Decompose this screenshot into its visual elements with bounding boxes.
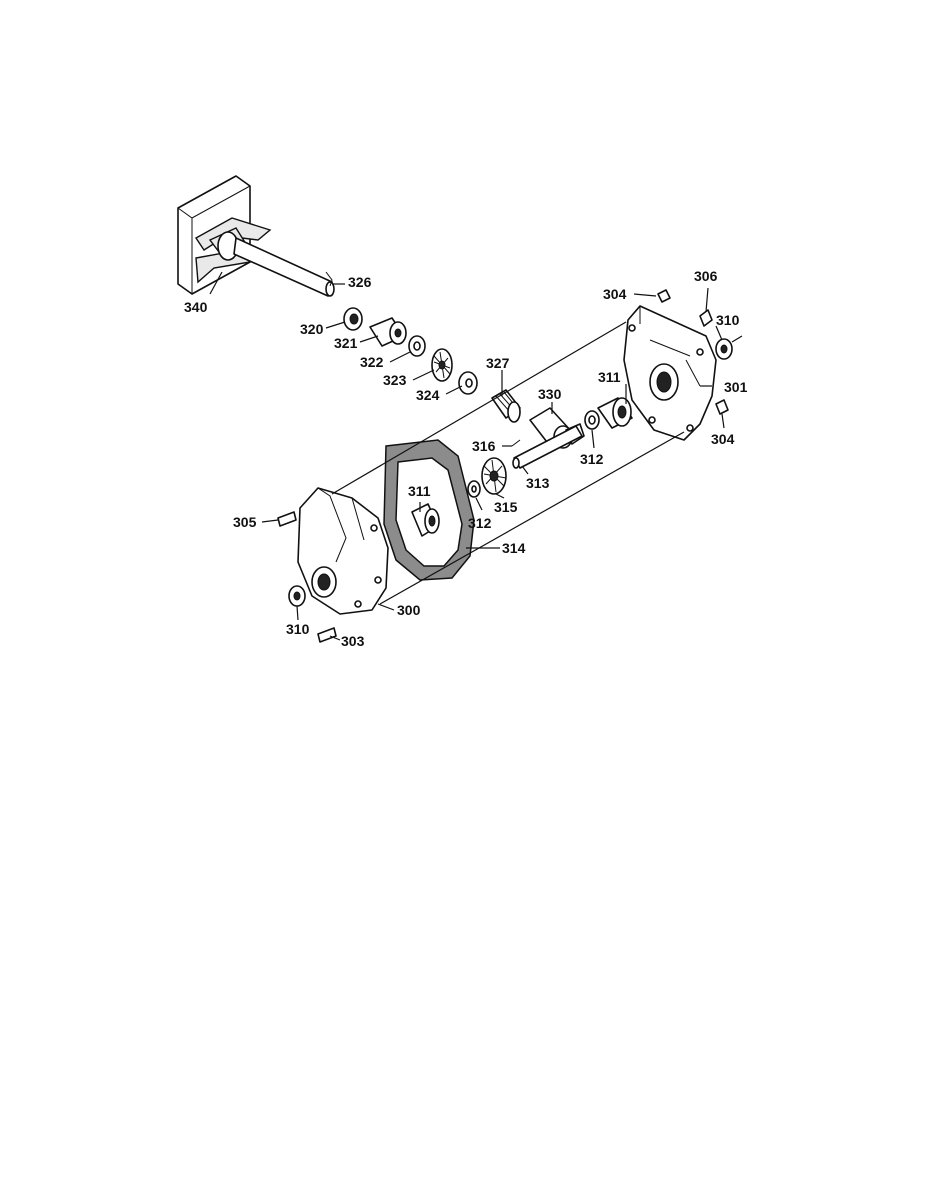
callout-316: 316 xyxy=(472,438,496,454)
thrust-bearing-323 xyxy=(431,348,453,382)
nut-304-upper xyxy=(657,289,671,303)
washer-312-lower xyxy=(467,480,481,498)
screw-303 xyxy=(317,627,337,643)
impeller-assembly xyxy=(177,175,335,297)
callout-303: 303 xyxy=(341,633,365,649)
washer-320 xyxy=(343,307,363,331)
callout-323: 323 xyxy=(383,372,407,388)
pin-326 xyxy=(325,271,333,287)
nut-304-lower xyxy=(715,399,729,415)
bearing-311-lower xyxy=(411,503,440,537)
callout-313: 313 xyxy=(526,475,550,491)
callout-312-lower: 312 xyxy=(468,515,492,531)
gear-housing-300 xyxy=(297,487,389,615)
callout-314: 314 xyxy=(502,540,526,556)
callout-312-upper: 312 xyxy=(580,451,604,467)
callout-320: 320 xyxy=(300,321,324,337)
gear-housing-301 xyxy=(623,305,717,441)
bearing-310-upper xyxy=(715,338,733,360)
callout-304-lower: 304 xyxy=(711,431,735,447)
screw-306 xyxy=(699,309,713,327)
washer-312-upper xyxy=(584,410,600,430)
gear-315 xyxy=(481,457,507,495)
callout-304-upper: 304 xyxy=(603,286,627,302)
screw-305 xyxy=(277,511,297,527)
callout-311-upper: 311 xyxy=(598,369,621,385)
callout-330: 330 xyxy=(538,386,562,402)
washer-324 xyxy=(458,371,478,395)
bushing-321 xyxy=(369,317,407,347)
callout-300: 300 xyxy=(397,602,421,618)
callout-327: 327 xyxy=(486,355,510,371)
worm-gear-327 xyxy=(491,389,521,423)
callout-321: 321 xyxy=(334,335,358,351)
callout-340: 340 xyxy=(184,299,208,315)
callout-322: 322 xyxy=(360,354,384,370)
callout-324: 324 xyxy=(416,387,440,403)
bearing-310-lower xyxy=(288,585,306,607)
callout-301: 301 xyxy=(724,379,748,395)
callout-310-upper: 310 xyxy=(716,312,740,328)
callout-306: 306 xyxy=(694,268,718,284)
callout-310-lower: 310 xyxy=(286,621,310,637)
callout-labels: 326 340 320 321 322 323 324 327 330 311 … xyxy=(184,268,748,649)
callout-326: 326 xyxy=(348,274,372,290)
bearing-311-upper xyxy=(597,397,633,429)
pin-316 xyxy=(511,439,521,447)
leader-lines xyxy=(209,271,725,641)
assembly-guide-lines xyxy=(331,321,743,605)
washer-322 xyxy=(408,335,426,357)
callout-311-lower: 311 xyxy=(408,483,431,499)
shaft-313 xyxy=(512,425,583,469)
callout-305: 305 xyxy=(233,514,257,530)
callout-315: 315 xyxy=(494,499,518,515)
